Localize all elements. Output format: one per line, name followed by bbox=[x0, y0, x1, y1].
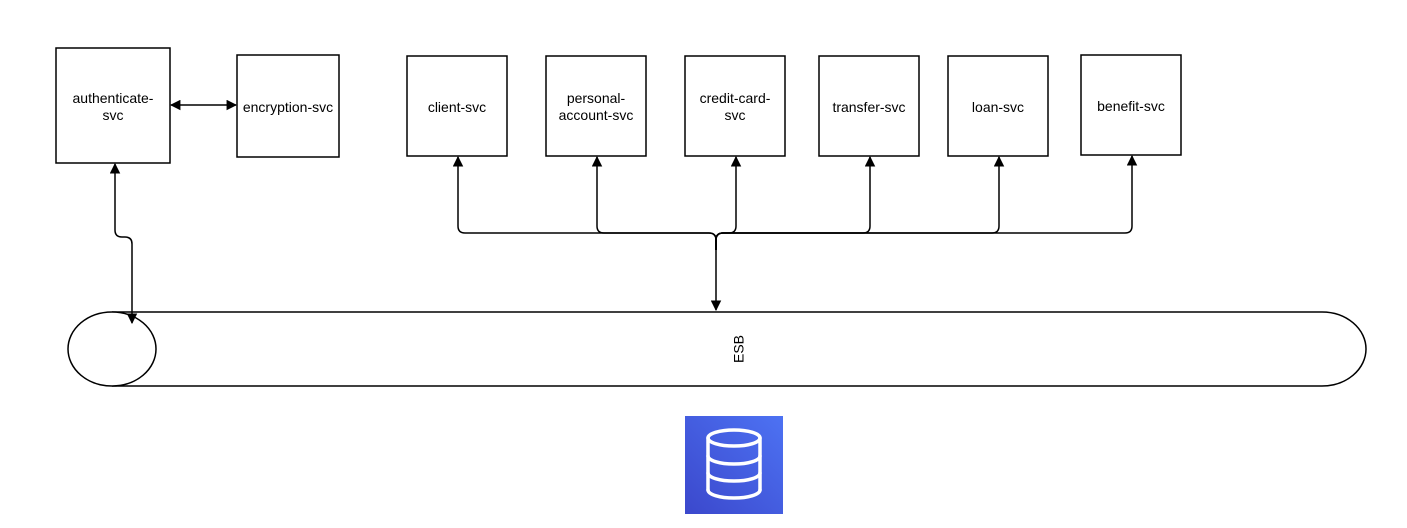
edge-esb-client bbox=[452, 155, 717, 250]
personal-account-svc-label-line1: personal- bbox=[567, 90, 626, 106]
loan-svc-label: loan-svc bbox=[972, 99, 1024, 115]
edge-authenticate-esb bbox=[109, 162, 138, 325]
edge-esb-personal-account bbox=[591, 155, 717, 250]
credit-card-svc-label-line1: credit-card- bbox=[700, 90, 771, 106]
credit-card-svc-label-line2: svc bbox=[725, 107, 746, 123]
personal-account-svc-label-line2: account-svc bbox=[559, 107, 634, 123]
client-svc-label: client-svc bbox=[428, 99, 486, 115]
esb-bus[interactable]: ESB bbox=[67, 311, 1367, 387]
edge-esb-transfer bbox=[715, 155, 876, 250]
benefit-svc-node[interactable]: benefit-svc bbox=[1080, 54, 1182, 156]
authenticate-svc-node[interactable]: authenticate- svc bbox=[55, 47, 171, 164]
transfer-svc-node[interactable]: transfer-svc bbox=[818, 55, 920, 157]
client-svc-node[interactable]: client-svc bbox=[406, 55, 508, 157]
esb-label: ESB bbox=[731, 335, 747, 363]
personal-account-svc-node[interactable]: personal- account-svc bbox=[545, 55, 647, 157]
loan-svc-node[interactable]: loan-svc bbox=[947, 55, 1049, 157]
encryption-svc-label: encryption-svc bbox=[243, 99, 333, 115]
transfer-svc-label: transfer-svc bbox=[832, 99, 905, 115]
credit-card-svc-node[interactable]: credit-card- svc bbox=[684, 55, 786, 157]
edge-esb-credit-card bbox=[715, 155, 742, 250]
authenticate-svc-label-line1: authenticate- bbox=[73, 90, 154, 106]
encryption-svc-node[interactable]: encryption-svc bbox=[236, 54, 340, 158]
edge-esb-benefit bbox=[715, 154, 1138, 250]
edge-esb-loan bbox=[715, 155, 1005, 250]
benefit-svc-label: benefit-svc bbox=[1097, 98, 1165, 114]
database-icon[interactable] bbox=[685, 416, 783, 514]
authenticate-svc-label-line2: svc bbox=[103, 107, 124, 123]
